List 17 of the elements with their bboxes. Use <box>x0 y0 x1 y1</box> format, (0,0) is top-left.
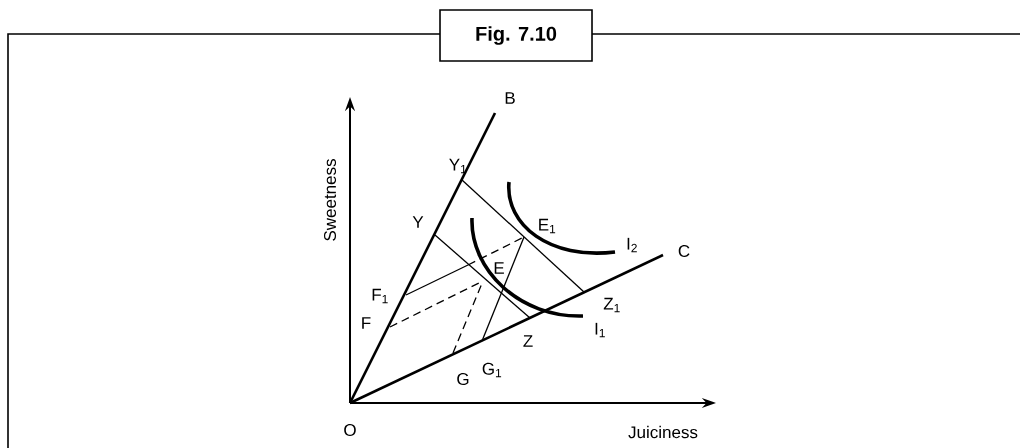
point-label: E$_{1}$ <box>539 218 556 234</box>
point-label: O <box>344 424 356 437</box>
point-label: F <box>362 317 371 329</box>
point-label: E <box>494 262 504 274</box>
point-label: F$_{1}$ <box>372 288 388 304</box>
point-label: G <box>457 373 469 386</box>
point-label: Y <box>412 216 424 228</box>
figure-title: Fig. 7.10 <box>439 9 593 62</box>
point-label: I$_{2}$ <box>627 237 637 253</box>
point-label: G$_{1}$ <box>482 362 502 378</box>
point-label: Z <box>523 335 533 347</box>
point-label: Z$_{1}$ <box>603 297 620 313</box>
point-label: Juiciness <box>628 425 698 439</box>
point-label: I$_{1}$ <box>595 322 605 338</box>
point-label: C <box>678 245 690 258</box>
axis-title: Sweetness <box>324 159 337 241</box>
point-label: B <box>505 92 515 104</box>
